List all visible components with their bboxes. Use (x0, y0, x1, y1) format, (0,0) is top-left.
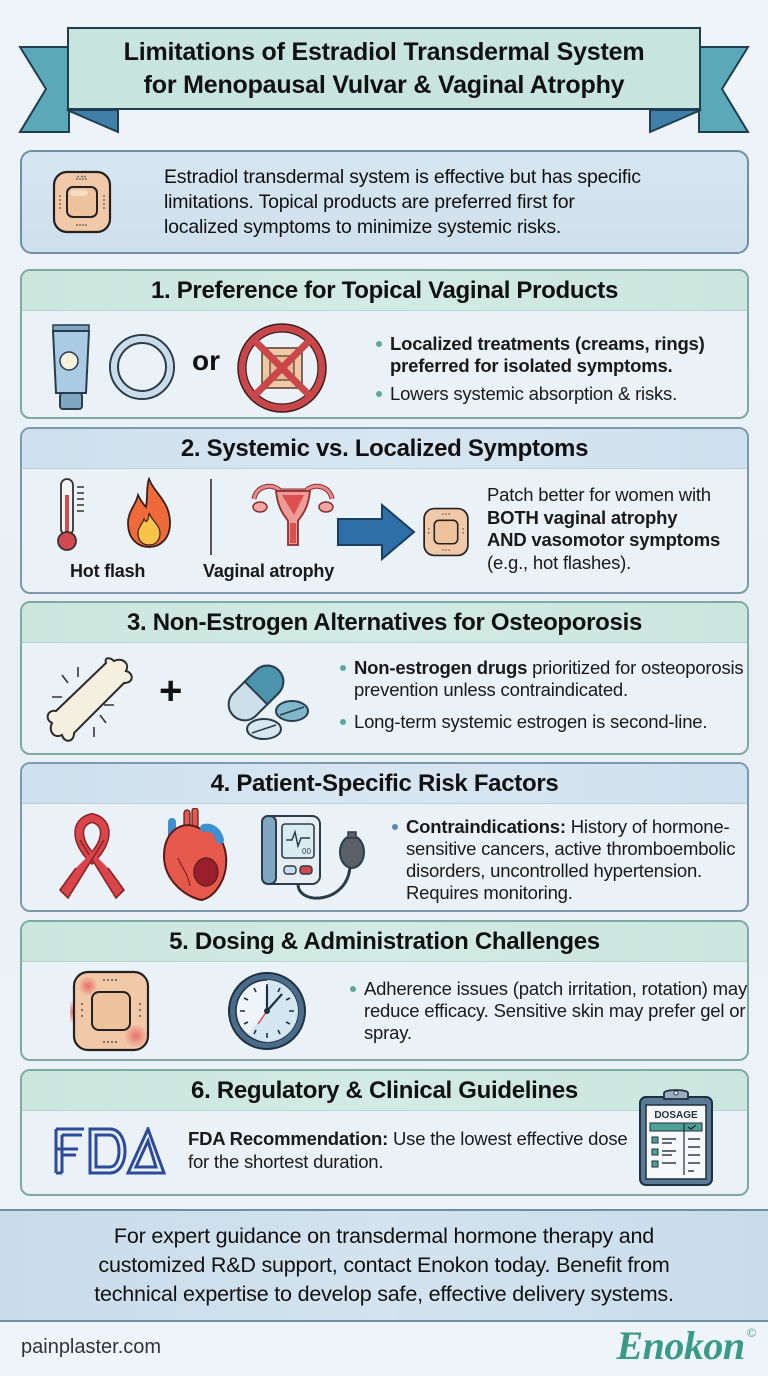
website-link[interactable]: painplaster.com (21, 1336, 162, 1358)
section-1-bullets: Localized treatments (creams, rings) pre… (374, 333, 734, 411)
brand-logo: Enokon© (616, 1323, 756, 1368)
section-title: 6. Regulatory & Clinical Guidelines (22, 1071, 747, 1111)
clipboard-label: DOSAGE (654, 1110, 698, 1121)
section-3-bullets: Non-estrogen drugs prioritized for osteo… (338, 657, 747, 739)
plus-sign: + (159, 669, 183, 713)
page-title-line-2: for Menopausal Vulvar & Vaginal Atrophy (143, 70, 625, 99)
vaginal-ring-icon (109, 334, 175, 400)
bullet-item: Long-term systemic estrogen is second-li… (338, 711, 747, 733)
section-5-bullets: Adherence issues (patch irritation, rota… (348, 978, 747, 1050)
or-label: or (192, 345, 220, 376)
section-title: 3. Non-Estrogen Alternatives for Osteopo… (22, 603, 747, 643)
transdermal-patch-icon (52, 170, 112, 234)
section-patient-risk-factors: 4. Patient-Specific Risk Factors 00 (20, 762, 749, 912)
flame-icon (127, 477, 171, 548)
page-title-line-1: Limitations of Estradiol Transdermal Sys… (123, 37, 645, 66)
intro-card: Estradiol transdermal system is effectiv… (20, 150, 749, 254)
section-dosing-challenges: 5. Dosing & Administration Challenges (20, 920, 749, 1061)
cream-tube-icon (51, 324, 91, 410)
banner-title-box: Limitations of Estradiol Transdermal Sys… (67, 27, 701, 110)
irritated-patch-icon (70, 970, 150, 1052)
section-systemic-vs-localized: 2. Systemic vs. Localized Symptoms Hot f… (20, 427, 749, 594)
cta-line-3: technical expertise to develop safe, eff… (94, 1282, 674, 1306)
heart-icon (162, 808, 228, 902)
intro-line-2: limitations. Topical products are prefer… (164, 190, 575, 213)
fda-recommendation: FDA Recommendation: Use the lowest effec… (188, 1128, 628, 1172)
bone-icon (46, 657, 133, 742)
ribbon-shape (18, 46, 750, 134)
bullet-item: Lowers systemic absorption & risks. (374, 383, 734, 405)
pills-icon (227, 664, 309, 740)
section-2-description: Patch better for women with BOTH vaginal… (487, 484, 721, 573)
uterus-icon (251, 483, 335, 546)
bullet-item: Non-estrogen drugs prioritized for osteo… (338, 657, 747, 701)
dosage-clipboard-icon: DOSAGE (639, 1089, 713, 1186)
cta-line-1: For expert guidance on transdermal hormo… (113, 1224, 655, 1248)
intro-description: Estradiol transdermal system is effectiv… (164, 165, 641, 240)
bullet-item: Localized treatments (creams, rings) pre… (374, 333, 734, 377)
transdermal-patch-icon (423, 507, 469, 557)
section-title: 2. Systemic vs. Localized Symptoms (22, 429, 747, 469)
section-title: 4. Patient-Specific Risk Factors (22, 764, 747, 804)
section-regulatory-guidelines: 6. Regulatory & Clinical Guidelines FDA … (20, 1069, 749, 1196)
section-title: 1. Preference for Topical Vaginal Produc… (22, 271, 747, 311)
cta-line-2: customized R&D support, contact Enokon t… (98, 1253, 670, 1277)
section-topical-products: 1. Preference for Topical Vaginal Produc… (20, 269, 749, 419)
intro-line-3: localized symptoms to minimize systemic … (164, 215, 562, 238)
thermometer-icon (57, 478, 84, 551)
title-banner: Limitations of Estradiol Transdermal Sys… (0, 0, 768, 140)
fda-logo-icon (54, 1127, 166, 1175)
intro-line-1: Estradiol transdermal system is effectiv… (164, 165, 641, 188)
vaginal-atrophy-label: Vaginal atrophy (203, 561, 335, 581)
section-title: 5. Dosing & Administration Challenges (22, 922, 747, 962)
bullet-item: Adherence issues (patch irritation, rota… (348, 978, 747, 1044)
arrow-right-icon (337, 503, 416, 561)
divider (210, 479, 212, 555)
bullet-item: Contraindications: History of hormone-se… (390, 816, 747, 904)
no-patch-icon (237, 323, 327, 413)
bp-reading: 00 (302, 847, 311, 856)
section-osteoporosis-alternatives: 3. Non-Estrogen Alternatives for Osteopo… (20, 601, 749, 755)
section-4-bullets: Contraindications: History of hormone-se… (390, 816, 747, 910)
awareness-ribbon-icon (58, 812, 126, 900)
clock-icon (228, 972, 306, 1050)
contact-cta-banner: For expert guidance on transdermal hormo… (0, 1209, 768, 1322)
blood-pressure-monitor-icon: 00 (261, 815, 365, 900)
hot-flash-label: Hot flash (70, 561, 146, 581)
